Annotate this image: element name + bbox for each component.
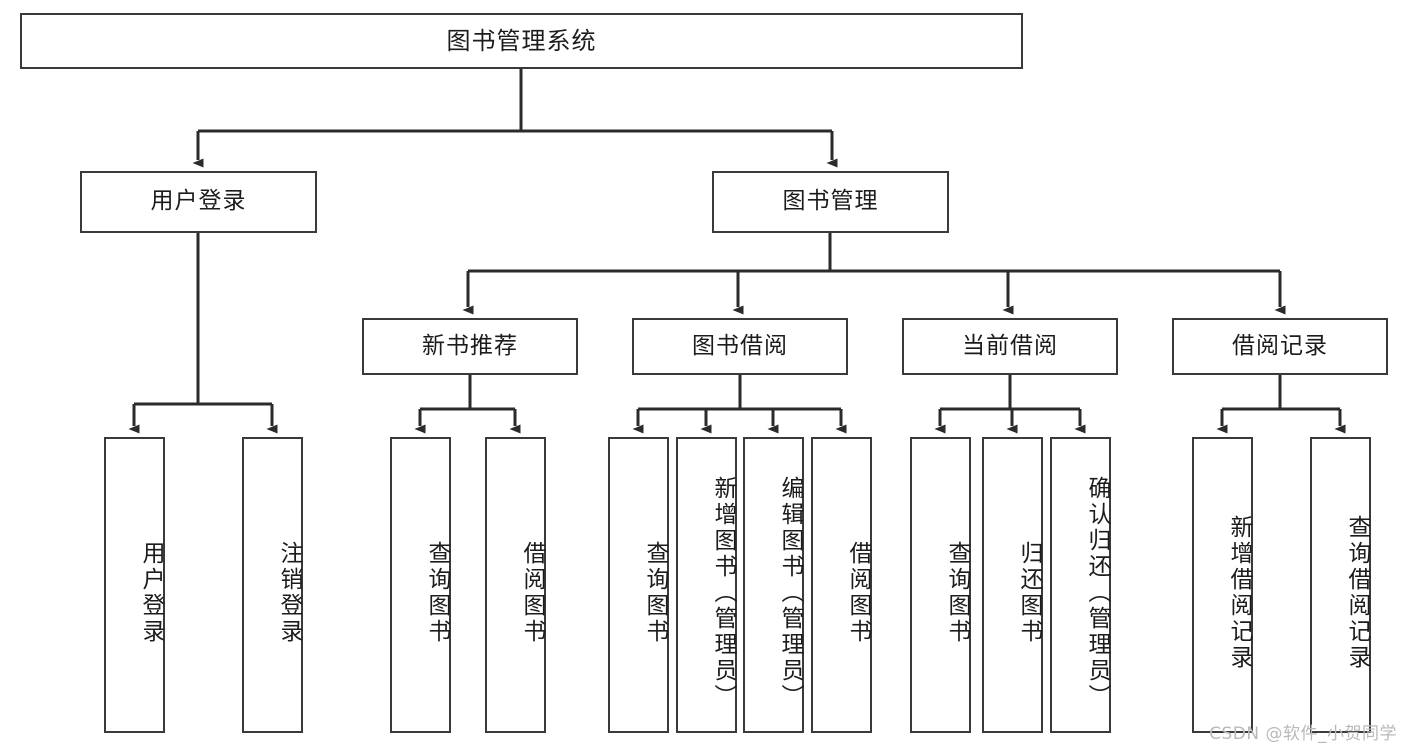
node-leaf-query-book-recommend-label: 查询图书	[424, 541, 450, 645]
node-leaf-query-borrow-record-label: 查询借阅记录	[1344, 515, 1370, 671]
node-book-borrow[interactable]: 图书借阅	[632, 318, 848, 375]
node-leaf-return-book[interactable]: 归还图书	[982, 437, 1043, 733]
node-leaf-query-borrow-record[interactable]: 查询借阅记录	[1310, 437, 1371, 733]
node-leaf-add-borrow-record[interactable]: 新增借阅记录	[1192, 437, 1253, 733]
node-new-book-recommend[interactable]: 新书推荐	[362, 318, 578, 375]
node-leaf-borrow-book-label: 借阅图书	[845, 541, 871, 645]
node-leaf-user-logout-label: 注销登录	[276, 541, 302, 645]
node-leaf-query-book-borrow[interactable]: 查询图书	[608, 437, 669, 733]
node-root[interactable]: 图书管理系统	[20, 13, 1023, 69]
node-leaf-user-logout[interactable]: 注销登录	[242, 437, 303, 733]
node-user-login-label: 用户登录	[150, 188, 247, 215]
node-current-borrow-label: 当前借阅	[962, 332, 1058, 359]
node-book-borrow-label: 图书借阅	[692, 332, 788, 359]
node-leaf-edit-book-label: 编辑图书（管理员）	[777, 476, 803, 710]
node-leaf-query-book-borrow-label: 查询图书	[642, 541, 668, 645]
node-leaf-add-borrow-record-label: 新增借阅记录	[1226, 515, 1252, 671]
node-leaf-user-login[interactable]: 用户登录	[104, 437, 165, 733]
node-leaf-add-book[interactable]: 新增图书（管理员）	[676, 437, 737, 733]
node-leaf-query-book-recommend[interactable]: 查询图书	[390, 437, 451, 733]
node-leaf-borrow-book-recommend[interactable]: 借阅图书	[485, 437, 546, 733]
node-leaf-confirm-return-label: 确认归还（管理员）	[1084, 476, 1110, 710]
node-leaf-edit-book[interactable]: 编辑图书（管理员）	[743, 437, 804, 733]
node-leaf-add-book-label: 新增图书（管理员）	[710, 476, 736, 710]
node-leaf-query-book-current[interactable]: 查询图书	[910, 437, 971, 733]
node-leaf-borrow-book[interactable]: 借阅图书	[811, 437, 872, 733]
node-current-borrow[interactable]: 当前借阅	[902, 318, 1118, 375]
node-borrow-record-label: 借阅记录	[1232, 332, 1328, 359]
node-book-manage[interactable]: 图书管理	[712, 171, 949, 233]
node-leaf-return-book-label: 归还图书	[1016, 541, 1042, 645]
node-leaf-query-book-current-label: 查询图书	[944, 541, 970, 645]
node-new-book-recommend-label: 新书推荐	[422, 332, 518, 359]
node-root-label: 图书管理系统	[446, 26, 597, 55]
node-user-login[interactable]: 用户登录	[80, 171, 317, 233]
watermark-text: CSDN @软件_小贺同学	[1209, 724, 1397, 744]
node-book-manage-label: 图书管理	[782, 188, 879, 215]
node-borrow-record[interactable]: 借阅记录	[1172, 318, 1388, 375]
node-leaf-borrow-book-recommend-label: 借阅图书	[519, 541, 545, 645]
node-leaf-user-login-label: 用户登录	[138, 541, 164, 645]
node-leaf-confirm-return[interactable]: 确认归还（管理员）	[1050, 437, 1111, 733]
